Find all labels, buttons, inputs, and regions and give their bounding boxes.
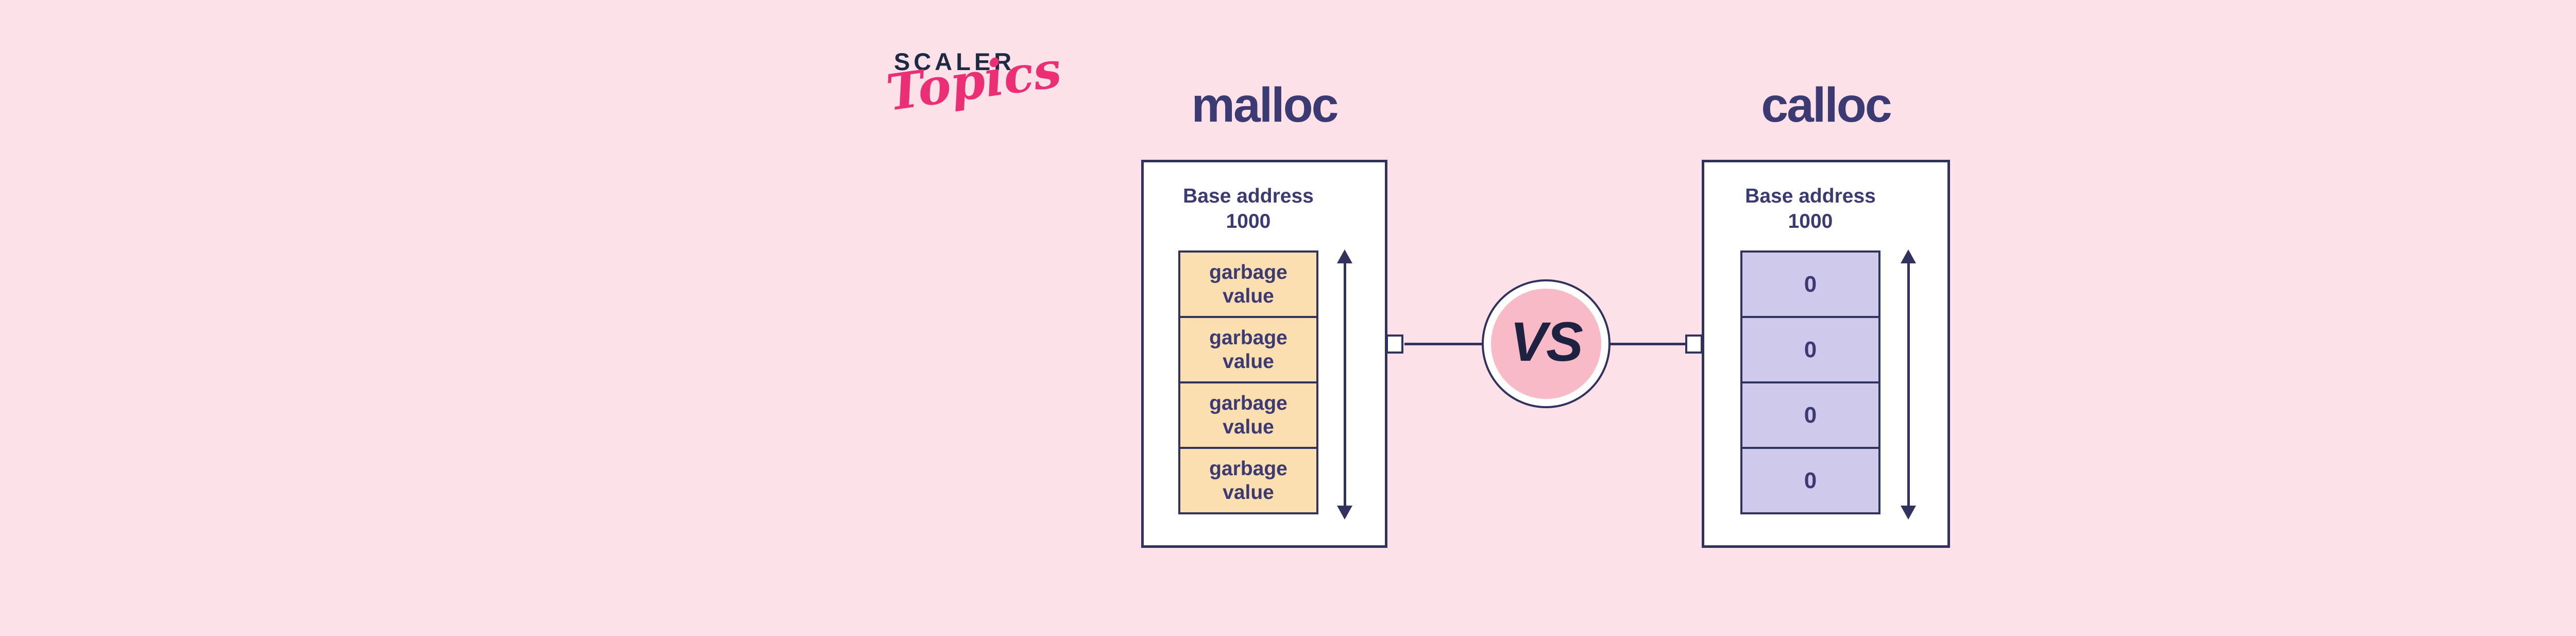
arrow-up-icon (1337, 249, 1352, 263)
memory-cell: 0 (1740, 381, 1880, 449)
arrow-down-icon (1337, 506, 1352, 520)
memory-cell: garbage value (1178, 316, 1318, 383)
connector-node-calloc (1685, 334, 1703, 354)
scaler-topics-logo: SCALER Topics (883, 40, 1065, 122)
memory-cell: garbage value (1178, 250, 1318, 318)
malloc-cell-stack: garbage value garbage value garbage valu… (1178, 250, 1318, 514)
memory-cell: 0 (1740, 447, 1880, 514)
logo-brand-text: SCALER (894, 48, 1015, 75)
connector-line-right (1609, 343, 1686, 345)
memory-cell: garbage value (1178, 447, 1318, 514)
calloc-base-address: Base address 1000 (1702, 183, 1919, 234)
arrow-down-icon (1901, 506, 1916, 520)
calloc-base-address-label: Base address (1745, 185, 1876, 207)
connector-line-left (1404, 343, 1483, 345)
calloc-title: calloc (1761, 78, 1892, 132)
malloc-base-address-value: 1000 (1226, 210, 1271, 232)
calloc-base-address-value: 1000 (1788, 210, 1833, 232)
malloc-title: malloc (1191, 78, 1339, 132)
calloc-size-arrow (1907, 258, 1910, 511)
vs-label: VS (1510, 310, 1583, 373)
arrow-up-icon (1901, 249, 1916, 263)
malloc-base-address-label: Base address (1183, 185, 1314, 207)
memory-cell: 0 (1740, 250, 1880, 318)
memory-cell: 0 (1740, 316, 1880, 383)
malloc-base-address: Base address 1000 (1140, 183, 1357, 234)
calloc-cell-stack: 0 0 0 0 (1740, 250, 1880, 514)
vs-badge: VS (1482, 279, 1611, 408)
memory-cell: garbage value (1178, 381, 1318, 449)
vs-badge-inner: VS (1491, 289, 1601, 399)
malloc-size-arrow (1344, 258, 1346, 511)
connector-node-malloc (1386, 334, 1403, 354)
